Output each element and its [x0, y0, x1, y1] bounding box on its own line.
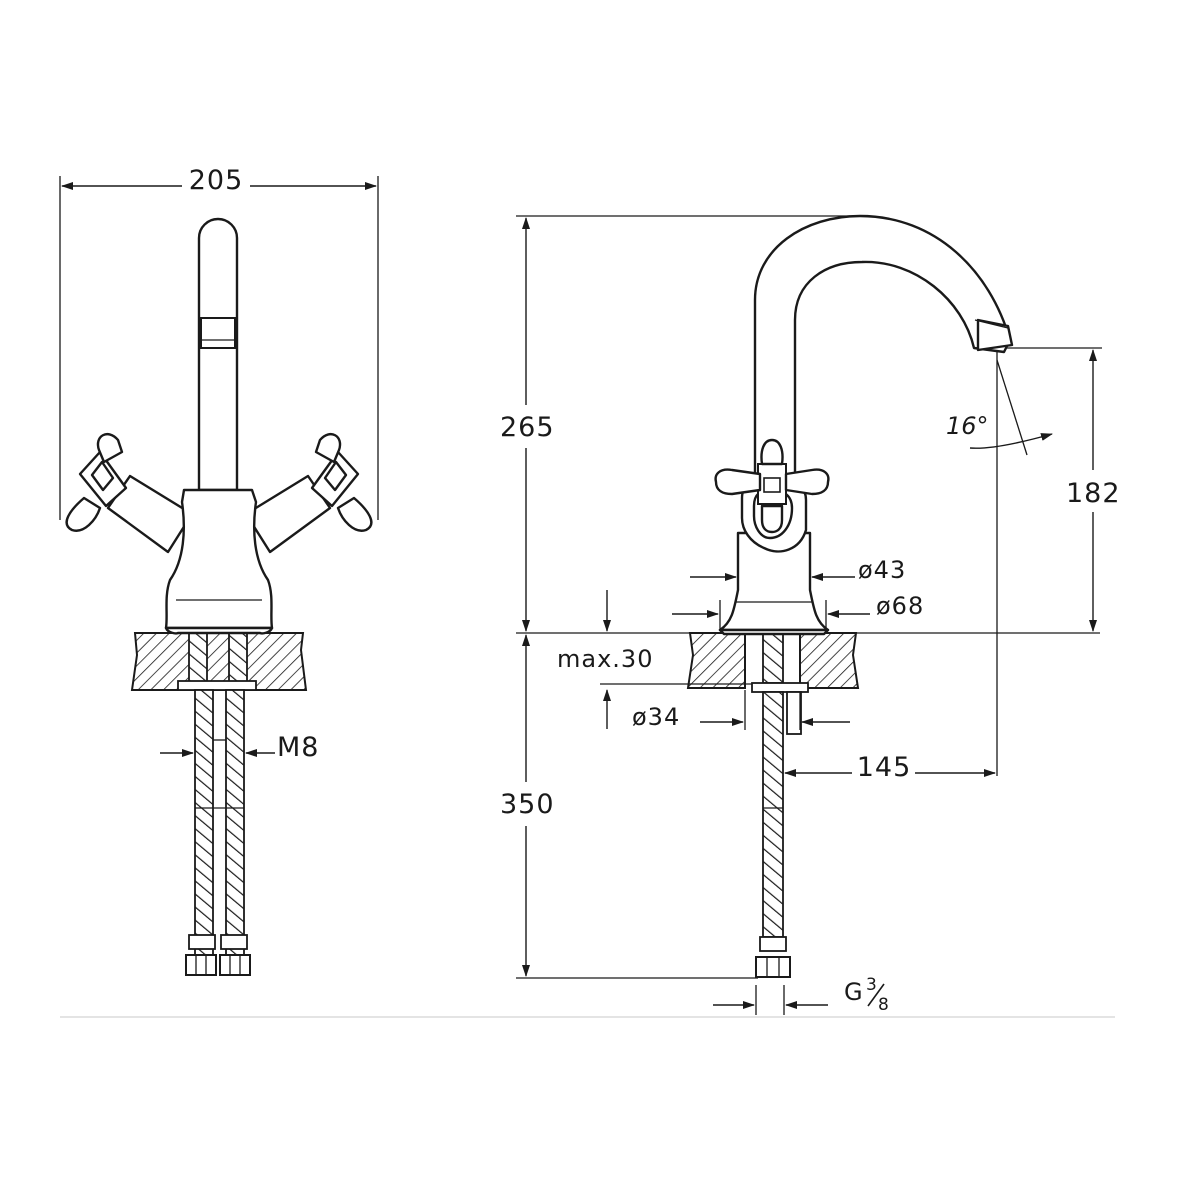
connection-label-prefix: G	[844, 978, 864, 1006]
height-label: 265	[500, 412, 555, 443]
left-valve-arm	[65, 433, 194, 554]
body-diameter-label: ø43	[858, 556, 906, 584]
width-dimension	[59, 176, 379, 520]
spout-front	[197, 217, 239, 492]
connection-label-numerator: 3	[866, 975, 877, 995]
hose-length-label: 350	[500, 789, 555, 820]
base-diameter-dimension	[672, 600, 870, 630]
reach-label: 145	[857, 752, 912, 783]
counter-thickness-dimension	[600, 590, 760, 729]
counter-thickness-label: max.30	[557, 645, 653, 673]
base-diameter-label: ø68	[876, 592, 924, 620]
connection-label-denominator: 8	[878, 995, 889, 1015]
side-view	[516, 214, 1102, 1015]
faucet-body-front	[164, 488, 274, 635]
thread-label: M8	[277, 732, 319, 763]
spout-side	[753, 214, 1014, 482]
spout-height-label: 182	[1066, 478, 1121, 509]
countertop-section-front	[130, 632, 308, 691]
width-label: 205	[189, 165, 244, 196]
right-valve-arm	[244, 433, 373, 554]
hose-assembly-front	[177, 632, 257, 976]
hole-diameter-label: ø34	[632, 703, 680, 731]
spout-angle-dimension	[969, 359, 1053, 456]
hose-assembly-side	[751, 632, 809, 978]
spout-angle-label: 16°	[946, 412, 989, 440]
connection-dimension	[713, 985, 828, 1015]
faucet-body-side	[714, 438, 830, 636]
hole-diameter-dimension	[700, 690, 850, 730]
countertop-section-side	[686, 632, 860, 689]
connection-label: G 3 8	[844, 975, 889, 1015]
front-view	[59, 176, 379, 976]
